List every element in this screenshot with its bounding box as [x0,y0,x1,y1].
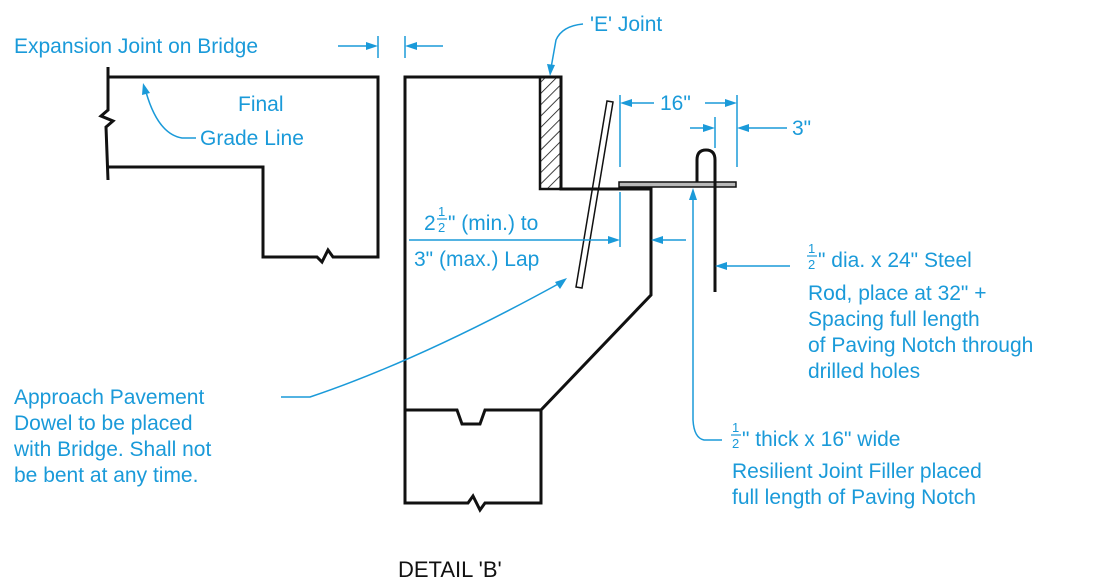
paving-notch-line [405,408,541,426]
dim-3-label: 3" [792,117,811,140]
steel-rod-label: 1 2 " dia. x 24" Steel Rod, place at 32"… [807,241,1033,383]
rod-line-2: Rod, place at 32" + [808,282,987,305]
approach-pavement-dowel [575,100,614,289]
joint-filler-label: 1 2 " thick x 16" wide Resilient Joint F… [731,420,982,509]
dimension-lines [142,23,790,441]
bridge-deck-section [98,67,380,265]
rod-frac-num: 1 [808,241,815,256]
rod-line-5: drilled holes [808,360,920,383]
resilient-joint-filler [618,181,737,188]
final-grade-label-1: Final [238,93,284,116]
filler-frac-den: 2 [732,436,739,451]
rod-line-4: of Paving Notch through [808,334,1033,357]
filler-frac-num: 1 [732,420,739,435]
lap-frac-den: 2 [438,220,445,235]
lap-line-2: 3" (max.) Lap [414,248,539,271]
filler-line-2: Resilient Joint Filler placed [732,460,982,483]
dim-16-label: 16" [660,92,691,115]
abutment-section [403,75,653,513]
lap-label: 2 1 2 " (min.) to 3" (max.) Lap [414,204,539,271]
dowel-label: Approach Pavement Dowel to be placed wit… [13,386,211,487]
filler-line-1: " thick x 16" wide [742,428,900,451]
deck-break-line [98,67,116,181]
lap-line-1: " (min.) to [448,212,538,235]
filler-line-3: full length of Paving Notch [732,486,976,509]
e-joint-hatch [538,75,563,191]
dowel-line-1: Approach Pavement [14,386,204,409]
expansion-joint-label: Expansion Joint on Bridge [14,35,258,58]
e-joint-label: 'E' Joint [590,13,662,36]
dowel-line-3: with Bridge. Shall not [13,438,211,461]
lap-whole: 2 [424,212,436,235]
steel-rod [695,148,717,292]
detail-title: DETAIL 'B' [398,557,502,582]
dowel-line-2: Dowel to be placed [14,412,193,435]
rod-line-3: Spacing full length [808,308,980,331]
final-grade-label-2: Grade Line [200,127,304,150]
lap-frac-num: 1 [438,204,445,219]
dowel-line-4: be bent at any time. [14,464,198,487]
rod-line-1: " dia. x 24" Steel [818,249,972,272]
rod-frac-den: 2 [808,257,815,272]
